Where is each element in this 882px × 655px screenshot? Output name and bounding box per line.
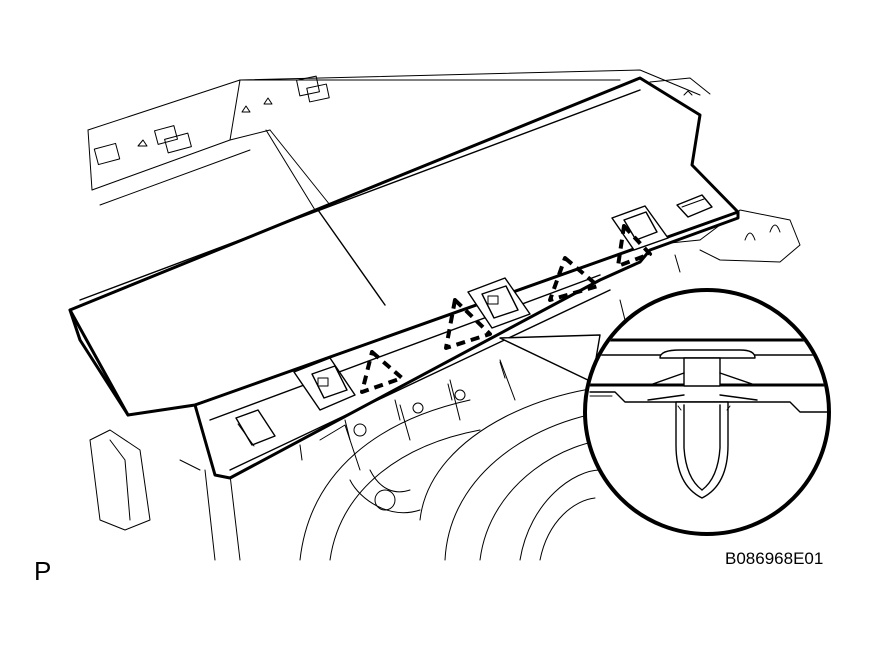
pocket-left — [235, 409, 276, 447]
hook-1 — [293, 357, 356, 411]
callout-leader — [499, 334, 601, 383]
view-code-label: P — [34, 556, 51, 586]
rear-trim-panel — [68, 76, 740, 480]
hook-2 — [467, 277, 531, 329]
clip-detail-icon — [588, 338, 827, 499]
figure-id-label: B086968E01 — [725, 549, 823, 568]
dashed-triangle-icon — [548, 256, 600, 302]
hook-3 — [611, 205, 669, 251]
panel-hooks — [235, 194, 713, 447]
slot-right — [676, 194, 713, 218]
clip-location-markers — [360, 224, 652, 394]
clip-detail-callout — [583, 288, 831, 536]
dashed-triangle-icon — [360, 350, 404, 394]
dashed-triangle-icon — [616, 224, 652, 268]
